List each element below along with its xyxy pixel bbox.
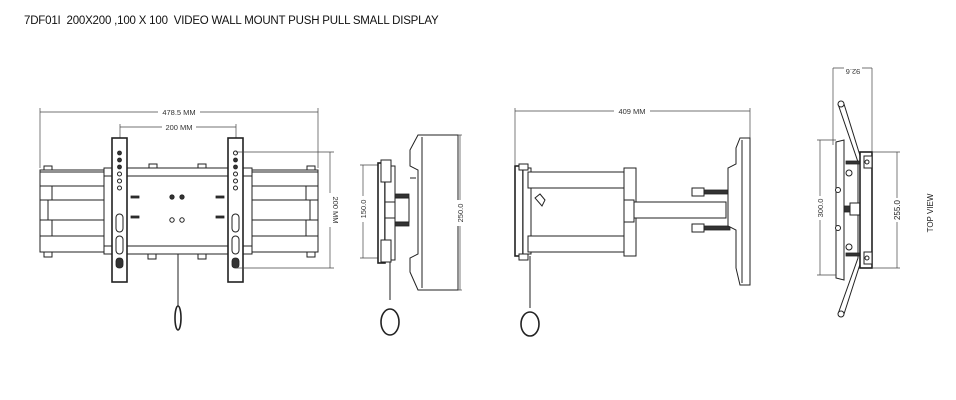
dimension-plate-width: 255.0 <box>872 151 902 269</box>
vesa-height-label: 200 MM <box>331 196 340 223</box>
depth-label: 92.6 <box>846 67 861 76</box>
top-view: 92.6 300.0 255.0 TOP VIEW <box>815 63 935 318</box>
release-cable <box>174 254 182 331</box>
top-view-label: TOP VIEW <box>926 193 935 232</box>
dimension-vesa-width: 200 MM <box>119 122 237 140</box>
right-arm <box>249 165 319 258</box>
display-width-label: 300.0 <box>816 199 825 218</box>
right-vesa-rail <box>227 137 244 283</box>
dimension-overall-width: 478.5 MM <box>39 107 319 168</box>
left-vesa-rail <box>111 137 128 283</box>
side-view-collapsed: 150.0 250.0 <box>358 134 465 336</box>
release-cable <box>520 256 540 337</box>
dimension-plate-height: 150.0 <box>358 164 378 259</box>
plate-height-label: 150.0 <box>359 200 368 219</box>
dimension-display-height: 250.0 <box>455 134 465 291</box>
side-view-extended: 409 MM <box>514 106 751 337</box>
dimension-extension: 409 MM <box>514 106 751 165</box>
overall-width-label: 478.5 MM <box>162 108 195 117</box>
vesa-width-label: 200 MM <box>165 123 192 132</box>
plate-width-label: 255.0 <box>893 199 902 220</box>
dimension-depth: 92.6 <box>832 63 873 152</box>
release-cable <box>380 262 400 336</box>
display-height-label: 250.0 <box>456 204 465 223</box>
dimension-vesa-height: 200 MM <box>236 151 340 269</box>
dimension-display-width: 300.0 <box>815 139 836 276</box>
extension-label: 409 MM <box>618 107 645 116</box>
front-view: 478.5 MM 200 MM <box>39 107 340 331</box>
left-arm <box>39 165 107 258</box>
drawing-title: 7DF01I 200X200 ,100 X 100 VIDEO WALL MOU… <box>24 15 439 27</box>
